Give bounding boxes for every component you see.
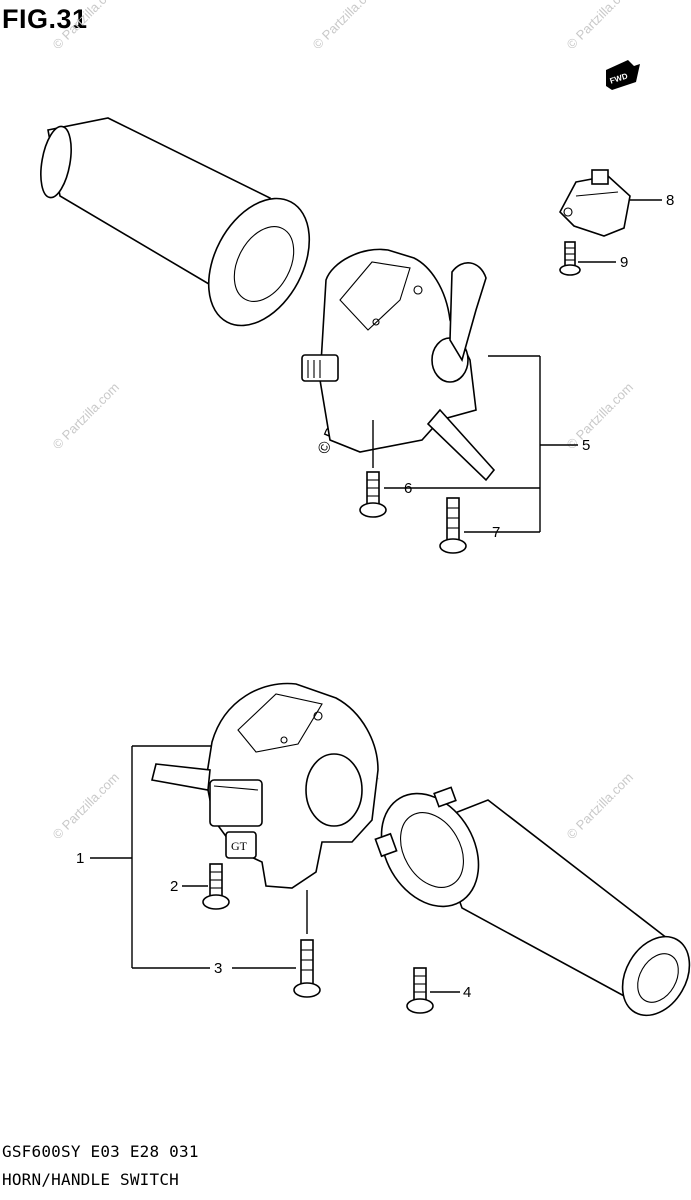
callout-8: 8 [666, 192, 674, 209]
screw-6 [359, 471, 387, 518]
section-name: HORN/HANDLE SWITCH [2, 1170, 179, 1189]
callout-7: 7 [492, 524, 500, 541]
fwd-marker: FWD [606, 60, 640, 90]
screw-3 [293, 939, 321, 998]
handle-grip-left [40, 117, 311, 327]
horn-connector [559, 169, 631, 237]
screw-9 [559, 241, 581, 276]
handlebar-switch-bottom: GT [151, 682, 379, 889]
watermark: © Partzilla.com [50, 380, 123, 453]
figure-title: FIG.31 [2, 4, 88, 34]
watermark: © Partzilla.com [564, 380, 637, 453]
callout-2: 2 [170, 878, 178, 895]
callout-6: 6 [404, 480, 412, 497]
screw-2 [202, 863, 230, 910]
switch-badge: GT [231, 839, 248, 853]
screw-7 [439, 497, 467, 554]
watermark: © Partzilla.com [50, 770, 123, 843]
arrow-box-icon [606, 60, 640, 90]
handlebar-switch-top [301, 248, 496, 482]
callout-1: 1 [76, 850, 84, 867]
watermark: © Partzilla.com [50, 0, 123, 52]
callout-9: 9 [620, 254, 628, 271]
screw-4 [406, 967, 434, 1014]
watermark: © Partzilla.com [310, 0, 383, 52]
callout-5: 5 [582, 437, 590, 454]
leader-lines-bottom [90, 745, 460, 993]
callout-4: 4 [463, 984, 471, 1001]
watermark: © Partzilla.com [564, 770, 637, 843]
watermark: © Partzilla.com [564, 0, 637, 52]
handle-grip-right [374, 786, 691, 1017]
leader-lines-top [372, 199, 662, 533]
model-code: GSF600SY E03 E28 031 [2, 1142, 199, 1161]
callout-3: 3 [214, 960, 222, 977]
